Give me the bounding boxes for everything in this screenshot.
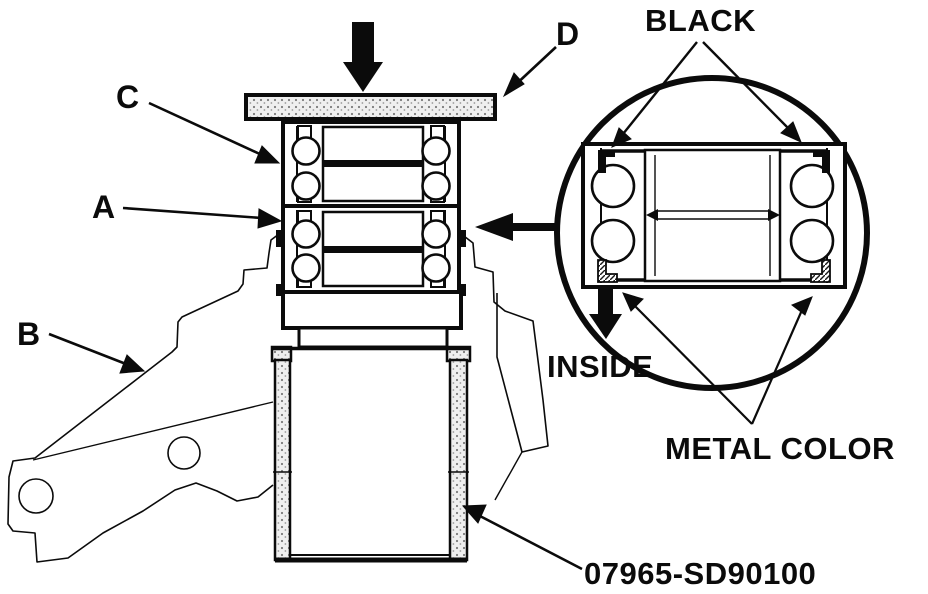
tool-wall-left [273, 358, 292, 562]
label-c: C [116, 79, 139, 115]
inset-bearing [581, 142, 847, 289]
black-seal-left [598, 150, 615, 173]
press-plate-d [244, 93, 497, 121]
tool-wall-right [448, 358, 469, 562]
label-b: B [17, 316, 40, 352]
b-arrowhead [119, 354, 146, 374]
inset-pointer-arrow [475, 213, 558, 241]
label-a: A [92, 189, 115, 225]
black-seal-right [813, 150, 830, 173]
bearing-a [276, 204, 466, 296]
metal-seal-right [810, 259, 831, 283]
black-arrowhead-left [611, 127, 632, 148]
inside-down-arrow [589, 287, 622, 339]
c-arrowhead [254, 145, 281, 164]
knuckle-hole-left [18, 478, 54, 514]
leader-lines [48, 41, 813, 571]
knuckle-b-outline [7, 230, 549, 563]
knuckle-hole-middle [167, 436, 201, 470]
press-down-arrow [343, 22, 383, 92]
a-arrowhead [257, 208, 283, 229]
driver-tool-cylinder [270, 290, 472, 563]
label-metal-color: METAL COLOR [665, 431, 895, 466]
bearing-c [281, 120, 461, 208]
d-arrowhead [502, 72, 525, 98]
black-arrowhead-right [780, 121, 802, 143]
label-part-number: 07965-SD90100 [584, 556, 816, 591]
part-number-arrowhead [461, 504, 487, 524]
inset-circle [554, 75, 870, 391]
metal-arrowhead-right [790, 296, 813, 316]
label-d: D [556, 16, 579, 52]
metal-arrowhead-left [622, 292, 644, 312]
label-inside: INSIDE [547, 349, 653, 384]
metal-seal-left [597, 259, 618, 283]
label-black: BLACK [645, 3, 756, 38]
